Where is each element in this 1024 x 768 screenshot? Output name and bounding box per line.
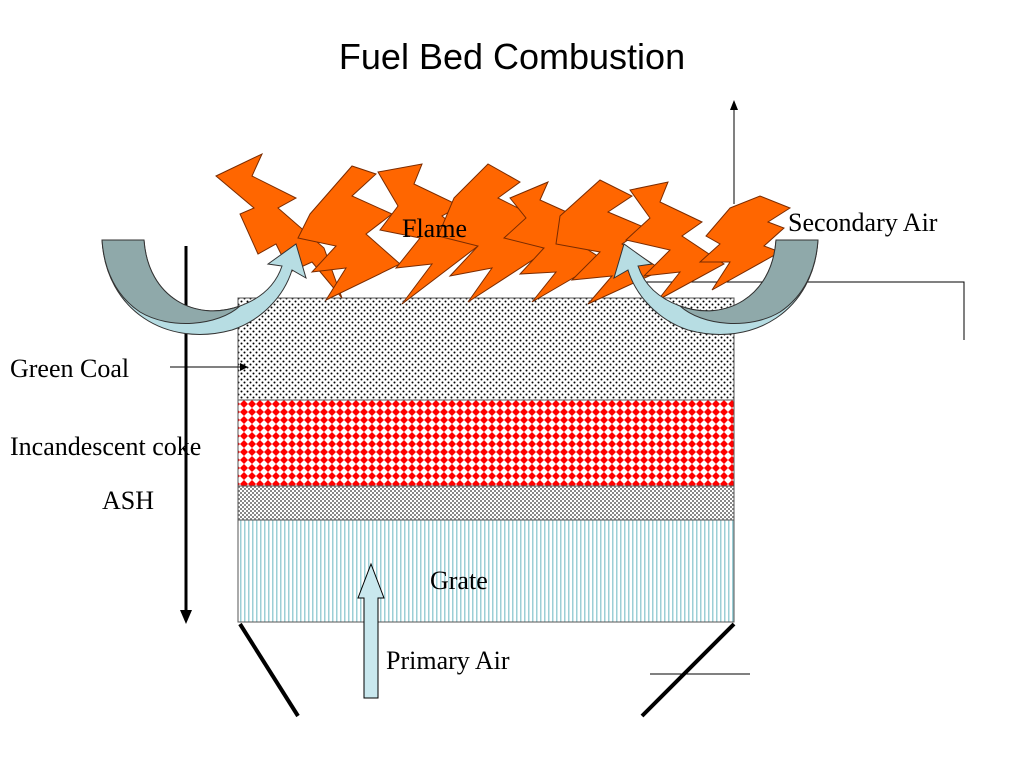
flame-group — [215, 152, 792, 305]
incandescent-coke-layer — [237, 399, 735, 487]
flame-label: Flame — [402, 214, 467, 243]
exhaust-arrow-head — [730, 100, 738, 110]
primary-air-arrow — [357, 562, 385, 699]
flame-bolt-1 — [215, 152, 343, 299]
left-hopper-leg — [238, 622, 300, 718]
flame-bolt-3 — [377, 163, 479, 305]
green-coal-layer — [237, 297, 735, 401]
green-coal-pointer-head — [240, 363, 248, 371]
ash-label: ASH — [102, 486, 155, 515]
green-coal-label: Green Coal — [10, 354, 130, 383]
primary-air-label: Primary Air — [386, 646, 510, 675]
right-curved-air-arrow-inner — [679, 239, 819, 324]
grate-label: Grate — [430, 566, 488, 595]
ash-layer — [237, 485, 735, 521]
secondary-air-label: Secondary Air — [788, 208, 938, 237]
grate-layer — [237, 519, 735, 623]
right-hopper-leg — [640, 622, 736, 718]
flame-bolt-2 — [297, 165, 401, 302]
diagram-title: Fuel Bed Combustion — [338, 36, 686, 77]
secondary-air-pointer — [624, 281, 965, 340]
depth-arrow-head — [180, 610, 192, 624]
left-curved-air-arrow-inner — [101, 239, 241, 324]
flame-bolt-5 — [502, 181, 605, 303]
incandescent-coke-label: Incandescent coke — [10, 432, 202, 461]
